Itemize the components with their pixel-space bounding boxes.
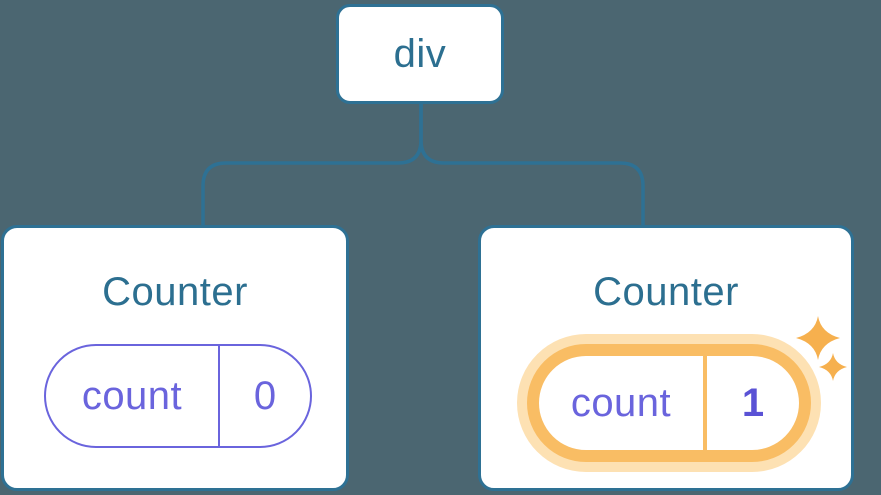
state-value: 1 — [741, 380, 765, 425]
pill-divider — [703, 356, 707, 450]
counter-card-right: Counter count 1 — [478, 225, 854, 491]
state-name: count — [81, 373, 183, 418]
node-label: div — [393, 31, 447, 76]
state-name: count — [570, 380, 672, 425]
component-name: Counter — [593, 270, 739, 314]
tree-node-div: div — [336, 4, 504, 104]
state-value: 0 — [253, 373, 277, 418]
pill-divider — [218, 346, 220, 446]
sparkle-large-icon — [796, 316, 840, 360]
connector-left-branch — [201, 103, 423, 226]
counter-card-left: Counter count 0 — [1, 225, 349, 491]
sparkles-icon — [796, 316, 847, 381]
sparkle-small-icon — [819, 353, 847, 381]
state-pill: count 0 — [44, 344, 312, 448]
component-name: Counter — [102, 270, 248, 314]
connector-right-branch — [419, 103, 645, 226]
state-pill-highlighted: count 1 — [527, 344, 811, 462]
